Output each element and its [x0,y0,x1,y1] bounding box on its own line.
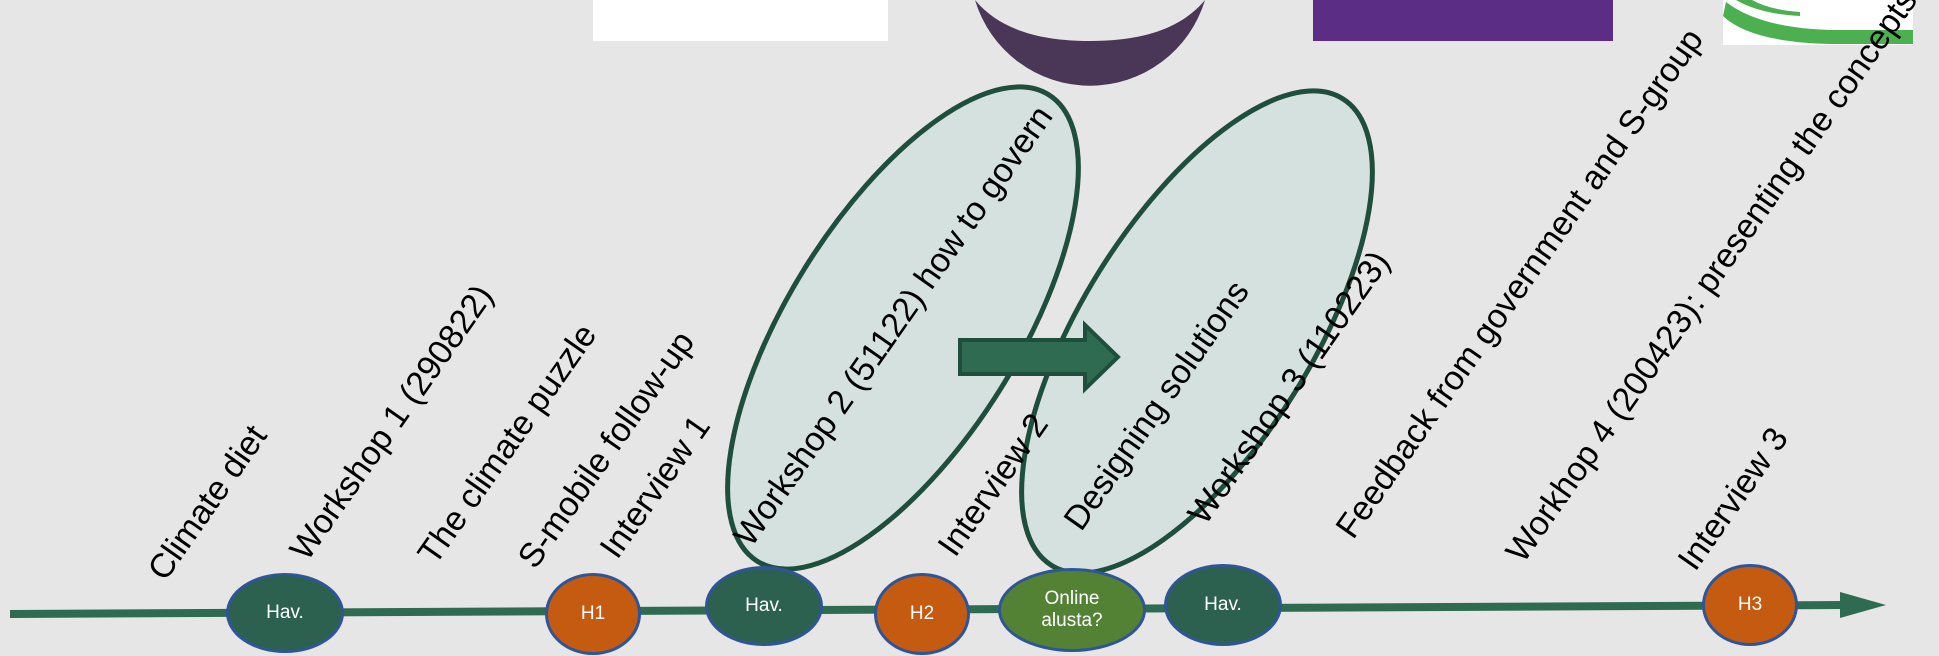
block-arrow [958,320,1121,394]
node-label: H2 [909,603,935,625]
node-interview-2: H2 [874,573,970,655]
node-online-platform: Online alusta? [998,568,1146,652]
logo-white-box [593,0,888,41]
logo-purple-box [1313,0,1613,41]
node-label: H1 [580,603,606,625]
bubble-designing-solutions [1019,88,1375,576]
timeline-arrowhead [1840,592,1886,618]
node-label: Hav. [745,595,783,617]
node-label: H3 [1737,594,1763,616]
logo-green-arc [1723,0,1913,45]
node-label: Hav. [266,602,304,624]
logo-purple-circle [975,0,1205,86]
bubble-workshop-2 [725,84,1081,572]
node-label: Online alusta? [1041,588,1103,631]
node-interview-1: H1 [545,573,641,655]
node-workshop-2: Hav. [705,566,823,646]
node-interview-3: H3 [1702,564,1798,646]
node-label: Hav. [1204,594,1242,616]
node-workshop-1: Hav. [226,573,344,653]
node-workshop-3: Hav. [1164,564,1282,646]
